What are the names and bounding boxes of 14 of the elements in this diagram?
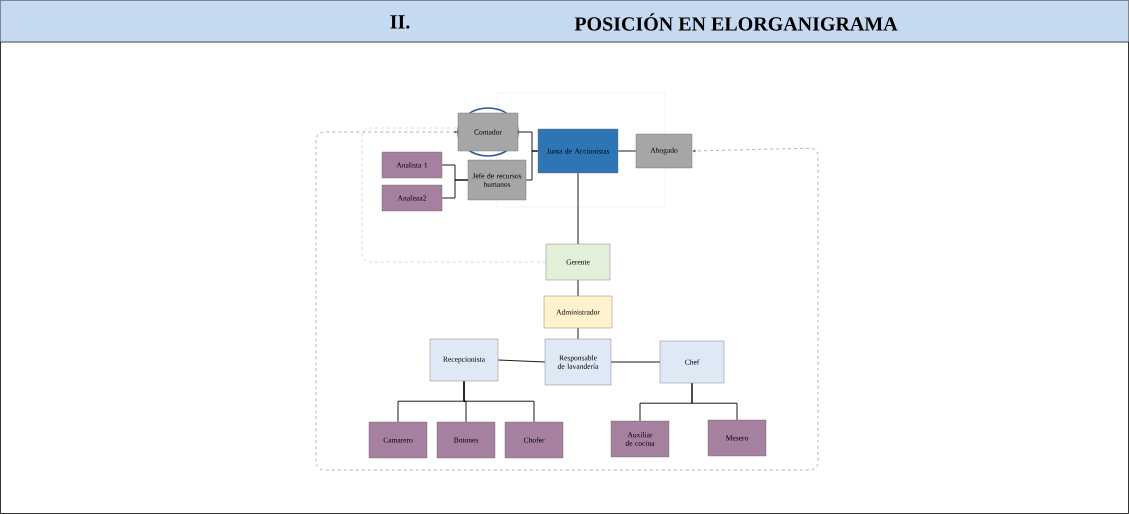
connector-line bbox=[577, 279, 579, 297]
connector-line bbox=[497, 359, 546, 363]
section-number: II. bbox=[390, 15, 410, 29]
dotted-connector bbox=[361, 127, 546, 263]
connector-line bbox=[441, 179, 469, 199]
connector-line bbox=[610, 361, 661, 363]
connector-line bbox=[577, 172, 579, 245]
title: POSICIÓN EN ELORGANIGRAMA bbox=[574, 13, 898, 31]
connector-line bbox=[617, 150, 637, 152]
connector-line bbox=[577, 327, 579, 340]
connector-line bbox=[463, 380, 535, 423]
connector-line bbox=[691, 382, 738, 421]
connector-line bbox=[525, 150, 539, 181]
dashed-arrow bbox=[315, 130, 819, 471]
